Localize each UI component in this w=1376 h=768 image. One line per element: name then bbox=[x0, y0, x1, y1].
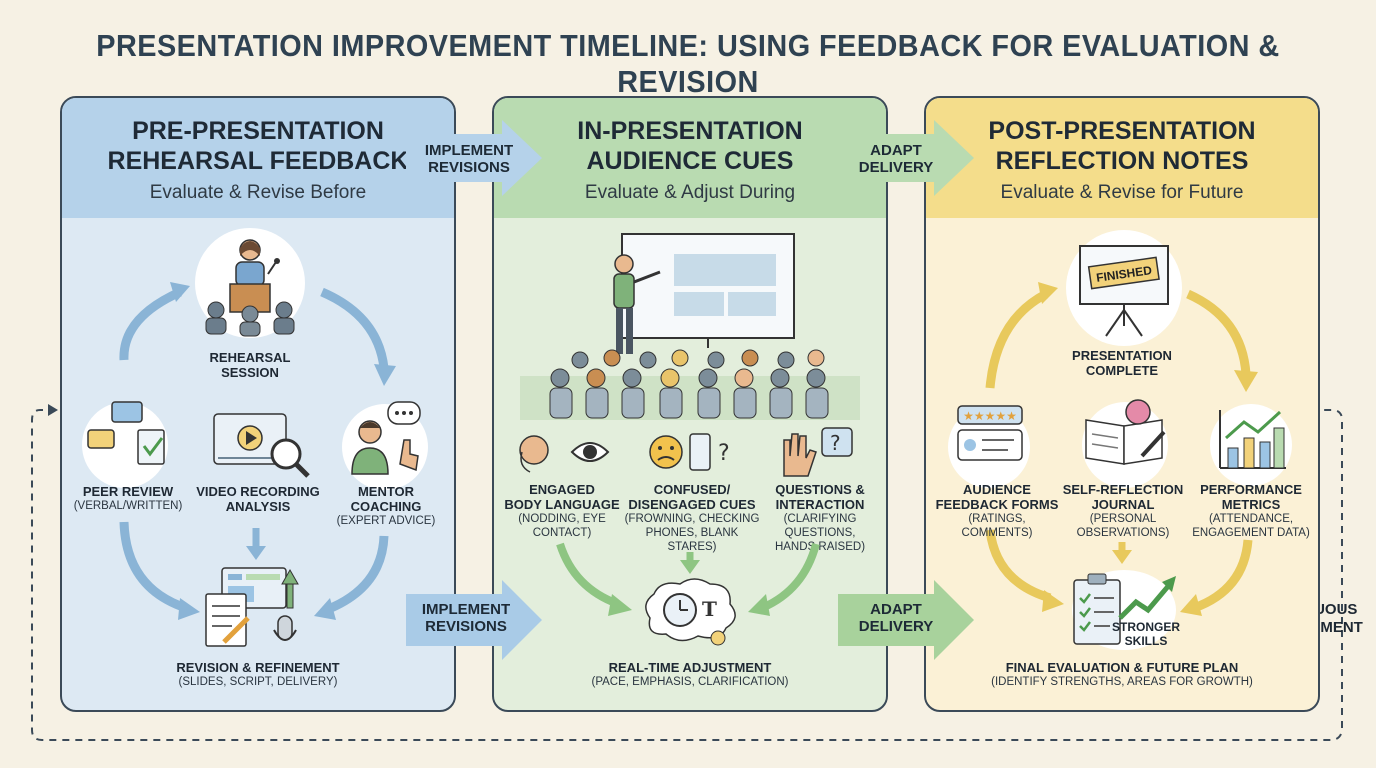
adjustment-arrows bbox=[556, 542, 820, 616]
real-time-adjustment-label: REAL-TIME ADJUSTMENT(PACE, EMPHASIS, CLA… bbox=[591, 660, 789, 688]
confused-face-phone-icon: ? bbox=[649, 433, 730, 471]
panel-subtitle: Evaluate & Adjust During bbox=[584, 182, 796, 203]
connector-arrow-adapt-top bbox=[838, 120, 974, 196]
questions-interaction-label: QUESTIONS &INTERACTION (CLARIFYING QUEST… bbox=[774, 482, 866, 553]
svg-text:?: ? bbox=[718, 441, 730, 466]
engaged-eye-icon bbox=[519, 435, 610, 473]
svg-text:T: T bbox=[702, 597, 717, 621]
cycle-arrows bbox=[985, 282, 1258, 616]
rehearsal-podium-icon bbox=[205, 239, 295, 337]
connector-arrow-implement-top bbox=[406, 120, 542, 196]
performance-chart-icon bbox=[1219, 410, 1286, 469]
mentor-coaching-icon bbox=[351, 401, 421, 475]
finished-easel-icon: FINISHED bbox=[1079, 245, 1169, 337]
journal-brain-icon bbox=[1085, 399, 1166, 465]
revision-refinement-icon bbox=[205, 567, 299, 647]
cycle-arrows bbox=[119, 282, 396, 620]
connector-arrow-implement-bottom bbox=[406, 580, 542, 660]
peer-review-chat-icon bbox=[87, 401, 165, 465]
audience-scene-illustration bbox=[520, 233, 860, 420]
thought-clock-icon: T bbox=[645, 578, 736, 646]
panel-subtitle: Evaluate & Revise for Future bbox=[1000, 182, 1244, 203]
raised-hand-question-icon: ? bbox=[783, 427, 853, 477]
confused-disengaged-label: CONFUSED/DISENGAGED CUES (FROWNING, CHEC… bbox=[624, 482, 760, 553]
revision-refinement-label: REVISION & REFINEMENT(SLIDES, SCRIPT, DE… bbox=[176, 660, 340, 688]
svg-text:?: ? bbox=[830, 431, 841, 455]
panel-subtitle: Evaluate & Revise Before bbox=[149, 182, 367, 203]
connector-arrow-adapt-bottom bbox=[838, 580, 974, 660]
video-recording-icon bbox=[213, 413, 310, 478]
peer-review-label: PEER REVIEW(VERBAL/WRITTEN) bbox=[73, 484, 183, 512]
feedback-form-stars-icon: ★★★★★ bbox=[957, 405, 1023, 461]
final-evaluation-label: FINAL EVALUATION & FUTURE PLAN(IDENTIFY … bbox=[991, 660, 1253, 688]
clipboard-growth-icon bbox=[1073, 573, 1176, 645]
page-title: PRESENTATION IMPROVEMENT TIMELINE: USING… bbox=[96, 28, 1280, 99]
svg-text:★★★★★: ★★★★★ bbox=[963, 409, 1017, 423]
